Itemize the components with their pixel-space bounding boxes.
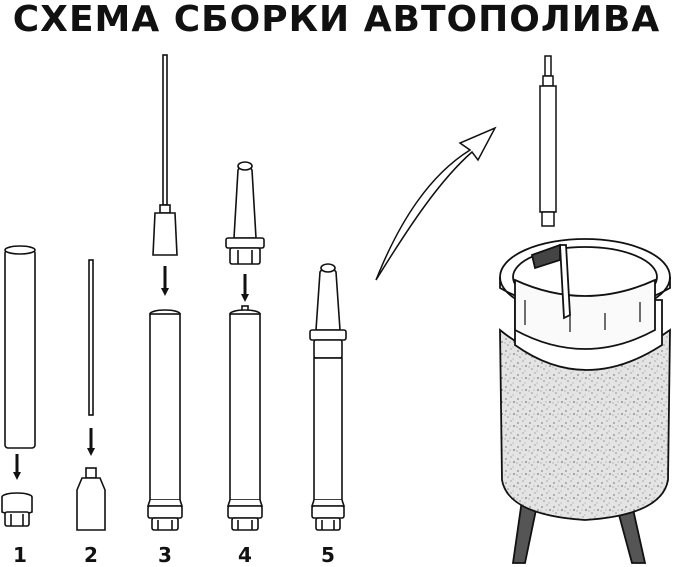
step-4-group [225,161,265,531]
rod-with-weight [152,54,178,256]
step-1-group [1,245,36,527]
tube-long [4,245,36,449]
step-number-2: 2 [84,543,98,567]
step-2-group [76,259,106,531]
assembled-indicator [309,263,347,531]
step-number-1: 1 [13,543,27,567]
diagram-title: СХЕМА СБОРКИ АВТОПОЛИВА [12,0,661,40]
step-number-4: 4 [238,543,252,567]
thin-rod [88,259,94,416]
tube-assembly [146,309,184,531]
step-5-group [309,263,347,531]
self-watering-pot [499,238,671,564]
step-number-3: 3 [158,543,172,567]
step-3-group [146,54,184,531]
small-nozzle [76,467,106,531]
indicator-above-pot [539,55,557,227]
bottom-cap [1,492,33,527]
indicator-socket [530,243,561,270]
insert-arrow-icon [375,126,497,281]
tube-assembly [226,305,264,531]
indicator-head [225,161,265,265]
step-number-5: 5 [321,543,335,567]
